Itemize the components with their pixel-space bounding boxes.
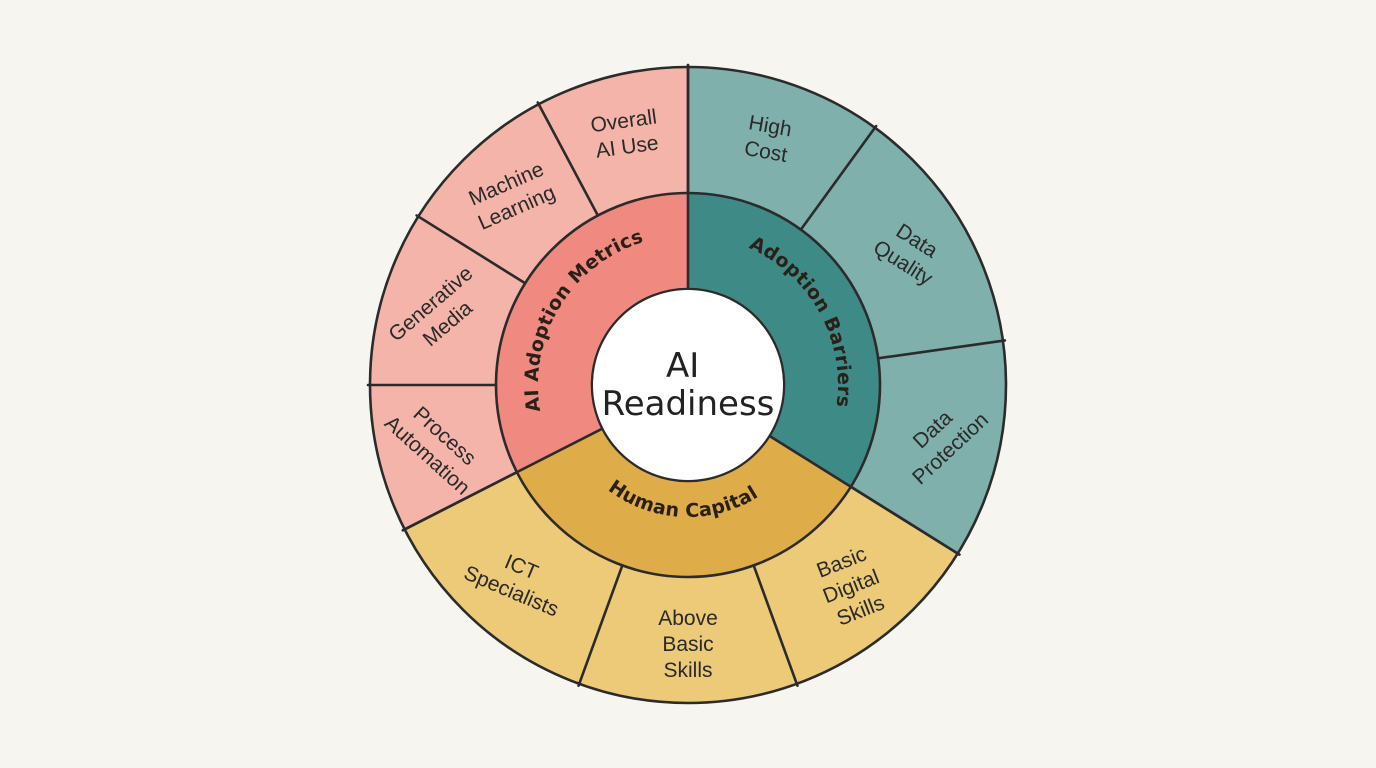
outer-segment (538, 67, 688, 216)
category-divider (401, 427, 604, 532)
segment-outlines (366, 63, 1008, 705)
center-label-line-1: AI (666, 346, 699, 386)
outer-segment (850, 340, 1007, 554)
center-label: AI Readiness (602, 346, 775, 424)
segment-divider (799, 124, 878, 231)
segment-divider (536, 101, 600, 217)
subitem-label-line: Above (658, 607, 718, 630)
category-divider (768, 434, 961, 556)
outer-segment (370, 216, 526, 385)
segment-fills (370, 67, 1007, 703)
subitem-label-line: Basic (662, 633, 713, 656)
inner-segment-adoption-metrics (496, 193, 688, 473)
outer-segment (404, 472, 623, 684)
outer-ring-outline (368, 65, 1008, 705)
segment-divider (876, 339, 1007, 360)
inner-segment-adoption-barriers (688, 193, 881, 487)
segment-divider (752, 564, 799, 688)
segment-divider (415, 214, 527, 285)
outer-segment (418, 104, 598, 284)
middle-ring-outline (494, 191, 882, 579)
outer-segment (800, 127, 1003, 359)
center-hub: AI Readiness (593, 290, 783, 480)
outer-segment (688, 67, 875, 230)
outer-segment (753, 486, 958, 684)
center-circle (593, 290, 783, 480)
outer-segment (370, 385, 517, 530)
center-label-line-2: Readiness (602, 384, 775, 424)
outer-segment (579, 565, 797, 703)
hub-outline (590, 287, 786, 483)
inner-segment-human-capital (516, 428, 851, 578)
subitem-label-line: Skills (663, 659, 712, 682)
segment-divider (577, 564, 624, 688)
